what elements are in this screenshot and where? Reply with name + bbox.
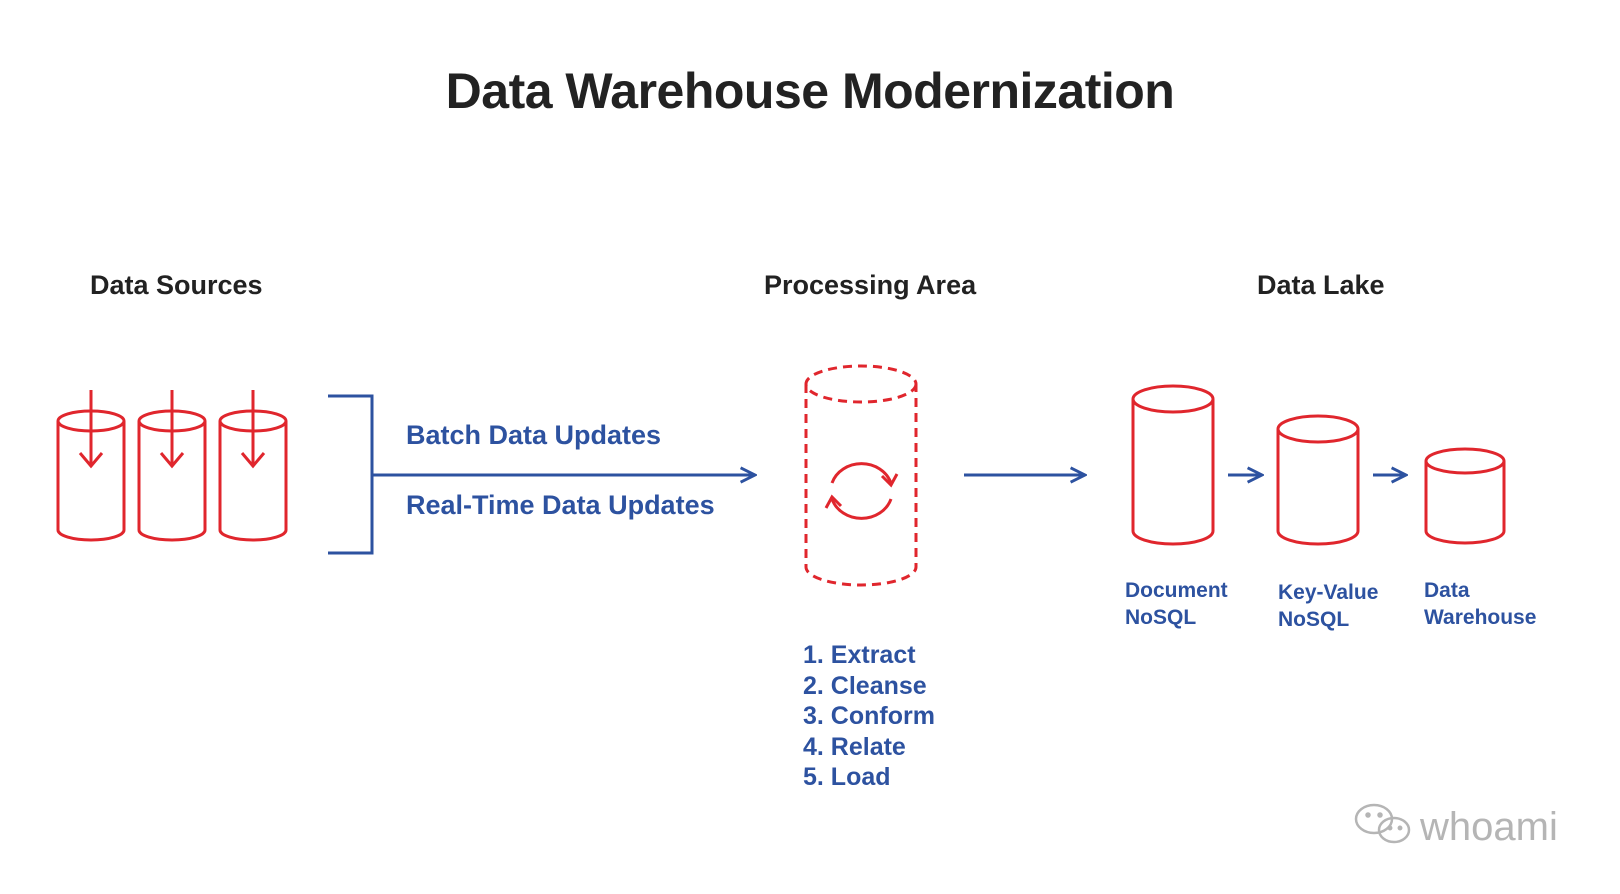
watermark-text: whoami <box>1420 805 1558 849</box>
key-value-nosql-label: Key-Value NoSQL <box>1278 581 1379 631</box>
data-lake-heading: Data Lake <box>1257 270 1385 300</box>
etl-steps-list: 1. Extract 2. Cleanse 3. Conform 4. Rela… <box>803 640 935 793</box>
source-database-2-icon <box>137 390 207 542</box>
document-nosql-cylinder-icon <box>1131 384 1215 546</box>
data-warehouse-cylinder-icon <box>1424 447 1506 545</box>
etl-step: 1. Extract <box>803 641 916 669</box>
etl-step: 4. Relate <box>803 732 906 761</box>
key-value-nosql-cylinder-icon <box>1276 414 1360 546</box>
refresh-icon <box>824 462 899 520</box>
etl-step: 5. Load <box>803 763 891 791</box>
data-warehouse-label: Data Warehouse <box>1424 579 1537 629</box>
batch-updates-label: Batch Data Updates <box>406 420 662 450</box>
data-sources-heading: Data Sources <box>90 270 263 300</box>
sources-bracket <box>328 394 374 555</box>
etl-step: 3. Conform <box>803 702 935 730</box>
wechat-icon <box>1354 803 1411 844</box>
source-database-1-icon <box>56 390 126 542</box>
diagram-title: Data Warehouse Modernization <box>445 63 1175 119</box>
processing-cylinder-icon <box>804 364 918 587</box>
etl-step: 2. Cleanse <box>803 671 927 700</box>
document-nosql-label: Document NoSQL <box>1125 579 1228 629</box>
realtime-updates-label: Real-Time Data Updates <box>406 490 715 520</box>
processing-area-heading: Processing Area <box>764 270 977 300</box>
source-database-3-icon <box>218 390 288 542</box>
